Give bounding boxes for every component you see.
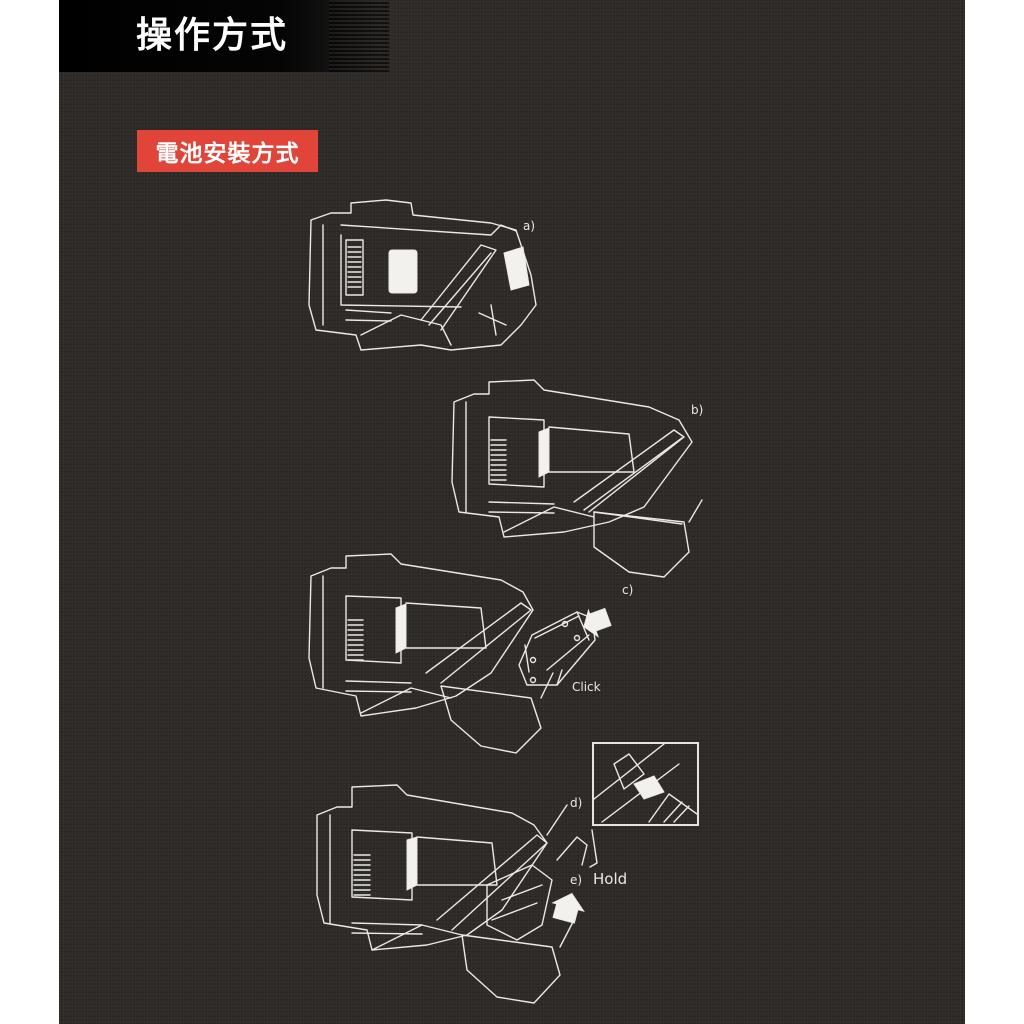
step-e-label: e) xyxy=(570,873,583,887)
step-a-illustration xyxy=(301,195,541,360)
title-band xyxy=(59,0,389,72)
step-d-label: d) xyxy=(570,796,583,810)
step-c-label: c) xyxy=(622,583,634,597)
instruction-panel: 操作方式 電池安裝方式 a) xyxy=(59,0,965,1024)
page-title: 操作方式 xyxy=(136,15,289,56)
battery-door xyxy=(594,512,689,577)
vent-grille-icon xyxy=(491,440,506,480)
hold-note: Hold xyxy=(593,870,628,888)
finger-icon xyxy=(547,805,597,867)
step-b-label: b) xyxy=(691,403,704,417)
label-plate-icon xyxy=(389,250,417,293)
vent-grille-icon xyxy=(354,855,370,895)
step-c-illustration xyxy=(301,548,571,763)
step-de-illustration xyxy=(312,775,612,1015)
vent-grille-icon xyxy=(348,620,363,660)
section-title: 電池安裝方式 xyxy=(155,141,300,167)
battery-pack xyxy=(487,865,552,940)
step-a-label: a) xyxy=(523,219,536,233)
latch-detail-inset xyxy=(592,742,699,826)
click-note: Click xyxy=(572,680,601,694)
insert-arrow-icon xyxy=(583,610,611,636)
battery-door xyxy=(462,935,560,1003)
battery-door xyxy=(441,686,541,753)
battery-pack-illustration xyxy=(517,610,602,690)
push-arrow-icon xyxy=(552,893,584,923)
vent-grille-icon xyxy=(348,247,361,287)
step-b-illustration xyxy=(444,372,724,587)
section-badge: 電池安裝方式 xyxy=(137,130,318,172)
